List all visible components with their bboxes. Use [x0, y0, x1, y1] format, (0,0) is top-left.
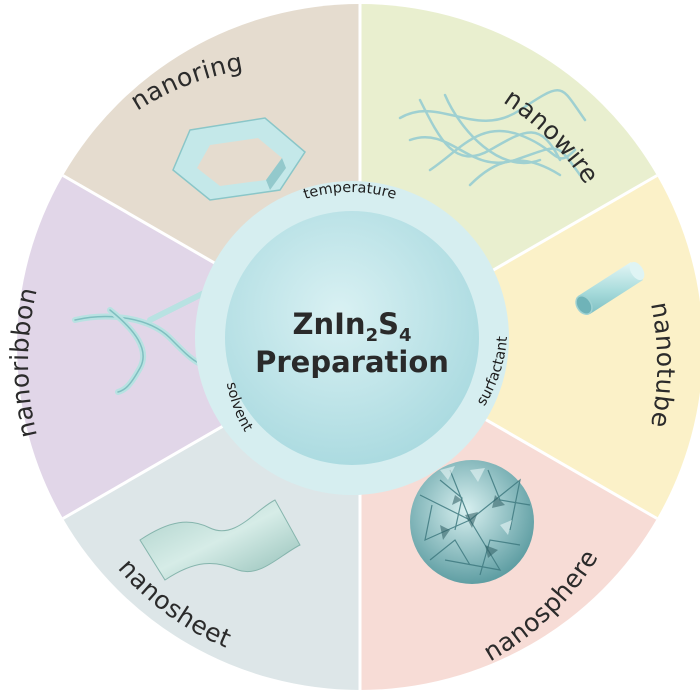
- nanotube-illustration: [575, 261, 645, 316]
- nanoring-illustration: [172, 117, 306, 201]
- center-subtitle: Preparation: [255, 345, 449, 379]
- segment-nanoribbon: [17, 175, 361, 519]
- nanowire-illustration: [398, 89, 587, 187]
- nanosheet-illustration: [139, 499, 301, 581]
- nanosphere-illustration: [410, 460, 534, 584]
- segment-nanotube: [360, 175, 700, 519]
- factor-temperature: temperature: [302, 180, 399, 203]
- core-circle: [225, 211, 479, 465]
- center-formula: ZnIn2S4: [292, 307, 411, 346]
